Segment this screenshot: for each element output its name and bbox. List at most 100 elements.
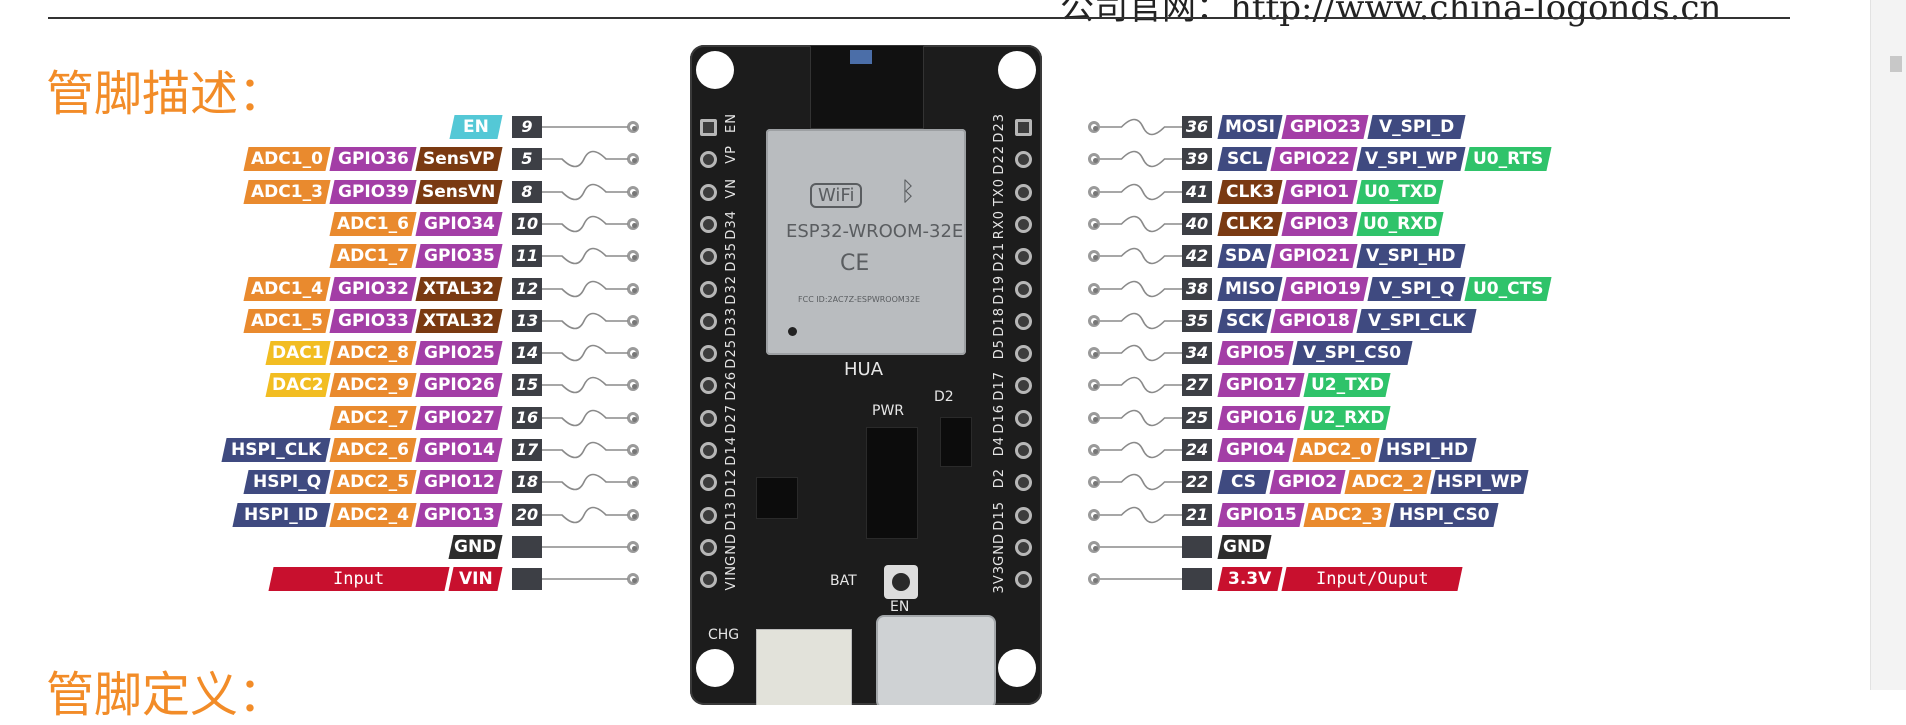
ce-mark: CE bbox=[840, 251, 870, 276]
pin-label-text: SensVP bbox=[423, 149, 495, 170]
pin-label: GPIO32 bbox=[329, 276, 417, 301]
pin-label: GPIO5 bbox=[1217, 341, 1294, 366]
header-pin bbox=[700, 215, 717, 233]
pin-label: GPIO35 bbox=[415, 244, 503, 269]
pin-number bbox=[1182, 535, 1212, 558]
pin-label: V_SPI_CS0 bbox=[1292, 341, 1413, 366]
pin-label-text: HSPI_HD bbox=[1386, 440, 1469, 460]
pin-dot bbox=[1088, 314, 1100, 327]
pin-label: ADC2_0 bbox=[1292, 438, 1380, 462]
pin-dot bbox=[627, 185, 639, 198]
scrollbar-thumb[interactable] bbox=[1890, 56, 1902, 72]
pin-label-text: U2_TXD bbox=[1310, 375, 1384, 396]
pin-label: GPIO13 bbox=[415, 502, 503, 527]
regulator-chip bbox=[866, 427, 918, 539]
pin-label: GND bbox=[1217, 534, 1272, 559]
pin-wire bbox=[540, 409, 628, 426]
pin-label-text: GPIO26 bbox=[423, 375, 495, 396]
pin-label-text: GPIO25 bbox=[423, 343, 495, 364]
pin-label: HSPI_CS0 bbox=[1389, 502, 1499, 527]
header-silk-label: D15 bbox=[992, 500, 1007, 531]
pin-label-text: MISO bbox=[1225, 278, 1275, 299]
module-name: ESP32-WROOM-32E bbox=[786, 221, 964, 242]
vertical-scrollbar[interactable] bbox=[1870, 0, 1906, 690]
header-silk-label: D26 bbox=[724, 371, 739, 401]
bat-label: BAT bbox=[830, 573, 857, 589]
pin-dot bbox=[1088, 379, 1100, 392]
header-pin bbox=[1015, 119, 1032, 136]
pin-label-text: U0_CTS bbox=[1472, 278, 1544, 299]
pin-label: V_SPI_WP bbox=[1356, 147, 1466, 172]
pin-label: HSPI_ID bbox=[232, 502, 331, 527]
pin-label: HSPI_Q bbox=[243, 470, 331, 495]
pin-label: ADC2_8 bbox=[329, 341, 417, 366]
pin-number: 40 bbox=[1182, 212, 1212, 235]
pin-label: SensVN bbox=[415, 179, 503, 204]
header-pin bbox=[700, 280, 717, 298]
pin-dot bbox=[1088, 250, 1100, 263]
pin-number: 41 bbox=[1182, 180, 1212, 203]
usb-c-port bbox=[876, 615, 996, 705]
pin-label: V_SPI_D bbox=[1367, 115, 1466, 139]
header-pin bbox=[1015, 312, 1032, 330]
pin-label: GPIO34 bbox=[415, 211, 503, 236]
header-silk-label: VN bbox=[724, 177, 739, 199]
pin-label: Input/Ouput bbox=[1281, 567, 1463, 592]
pin-definition-title: 管脚定义： bbox=[46, 667, 287, 723]
header-silk-label: D4 bbox=[992, 436, 1007, 457]
pin-wire bbox=[540, 344, 628, 362]
header-silk-label: EN bbox=[724, 113, 739, 133]
header-silk-label: 3V3 bbox=[992, 565, 1007, 594]
pin-label-text: HSPI_WP bbox=[1437, 472, 1522, 493]
pin-label-text: GPIO18 bbox=[1278, 310, 1350, 331]
pin-label-text: GND bbox=[1223, 536, 1266, 557]
pin-wire bbox=[540, 578, 628, 580]
pin-number: 24 bbox=[1182, 439, 1212, 461]
pin-number: 22 bbox=[1182, 471, 1212, 494]
pin-wire bbox=[1100, 578, 1186, 580]
pin-dot bbox=[1088, 282, 1100, 295]
pin-wire bbox=[1100, 215, 1186, 233]
pin-label: DAC2 bbox=[265, 373, 331, 398]
pin-label: HSPI_WP bbox=[1430, 470, 1529, 495]
pin-dot bbox=[627, 314, 639, 327]
pin-label-text: CLK2 bbox=[1225, 213, 1275, 234]
header-silk-label: D34 bbox=[724, 209, 739, 240]
pin-label-text: SDA bbox=[1224, 246, 1265, 267]
pin-wire bbox=[1100, 506, 1186, 523]
pin-label: ADC2_9 bbox=[329, 373, 417, 398]
pin-label-text: GPIO17 bbox=[1225, 375, 1297, 396]
pin-label: XTAL32 bbox=[415, 276, 503, 301]
pin-label: ADC2_3 bbox=[1303, 502, 1391, 527]
pin-label: ADC2_7 bbox=[329, 405, 417, 430]
pin-wire bbox=[1100, 409, 1186, 426]
pin-label-text: V_SPI_D bbox=[1378, 117, 1455, 137]
header-pin bbox=[1015, 409, 1032, 427]
pin-label-text: MOSI bbox=[1225, 117, 1275, 137]
pin-wire bbox=[540, 183, 628, 200]
pin-label-text: ADC1_4 bbox=[251, 278, 323, 299]
header-silk-label: D17 bbox=[992, 371, 1007, 401]
esp32-module: WiFi ᛒ ESP32-WROOM-32E CE FCC ID:2AC7Z-E… bbox=[766, 129, 966, 355]
pin-dot bbox=[627, 121, 639, 133]
header-silk-label: D13 bbox=[724, 500, 739, 531]
pin-label-text: V_SPI_CS0 bbox=[1303, 343, 1402, 364]
pin-label: CS bbox=[1217, 470, 1271, 495]
header-silk-label: D16 bbox=[992, 403, 1007, 434]
battery-connector bbox=[756, 629, 852, 705]
header-silk-label: TX0 bbox=[992, 177, 1007, 206]
pin-number: 17 bbox=[512, 439, 542, 461]
pin-number: 21 bbox=[1182, 503, 1212, 526]
header-pin bbox=[700, 151, 717, 169]
mount-hole bbox=[998, 51, 1036, 89]
pin-label-text: VIN bbox=[458, 569, 493, 590]
small-chip bbox=[940, 417, 972, 467]
pin-dot bbox=[1088, 444, 1100, 456]
header-pin bbox=[700, 312, 717, 330]
pin-label: GPIO17 bbox=[1217, 373, 1305, 398]
pin-label-text: HSPI_Q bbox=[252, 472, 322, 493]
pin-label: Input bbox=[268, 567, 450, 592]
header-pin bbox=[700, 538, 717, 556]
pin-label-text: U0_TXD bbox=[1363, 181, 1437, 202]
pin-wire bbox=[540, 546, 628, 548]
